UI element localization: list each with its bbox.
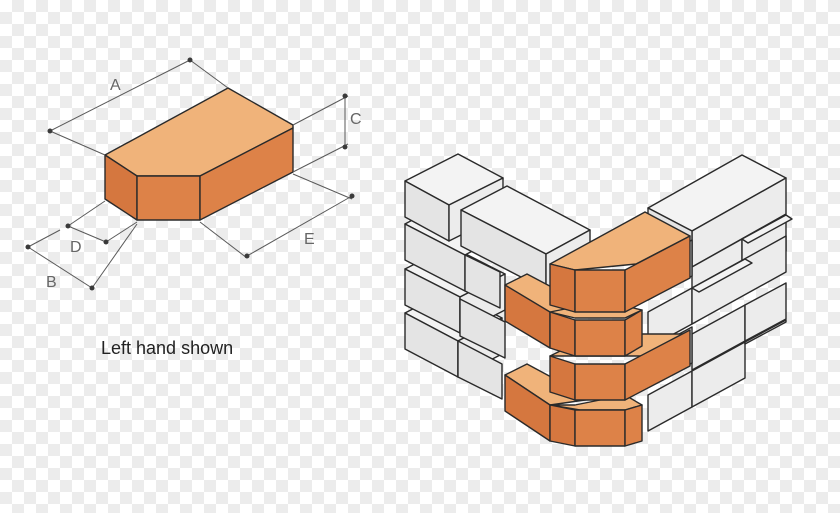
dimension-e-label: E [304,231,315,248]
dimension-d: D [65,200,138,256]
dimension-c: C [292,93,362,173]
special-bricks [504,211,691,447]
dimension-a-label: A [110,77,121,94]
dimension-a: A [47,57,229,156]
caption-text: Left hand shown [101,338,233,358]
dimension-b: B [25,223,138,291]
single-brick-illustration [104,87,294,221]
brick-chamfer-face [136,175,201,221]
dimension-d-label: D [70,239,82,256]
dimension-c-label: C [350,111,362,128]
special-brick-course-1 [549,211,691,313]
dimension-b-label: B [46,274,57,291]
wall-corner-illustration [404,153,793,447]
white-bricks [404,153,793,432]
dimension-e: E [199,173,355,259]
